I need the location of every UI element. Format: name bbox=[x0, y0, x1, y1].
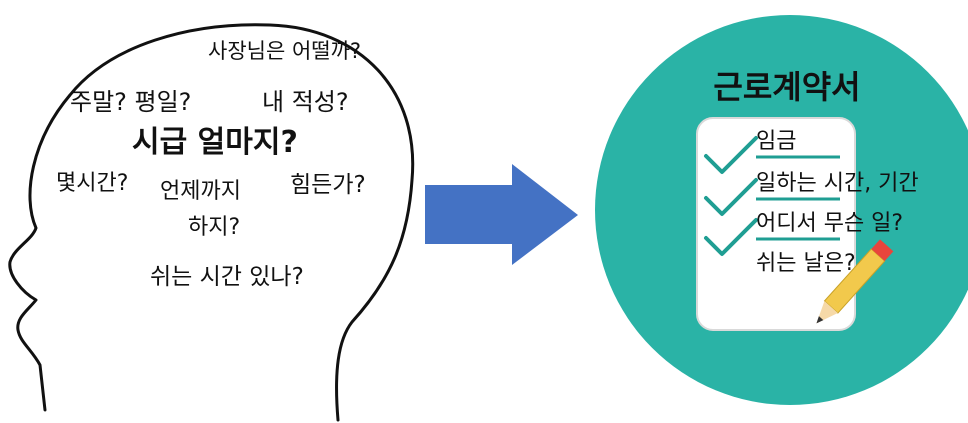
right-arrow-icon bbox=[425, 164, 578, 265]
thought-text: 하지? bbox=[188, 215, 240, 240]
thought-text: 힘든가? bbox=[290, 172, 366, 198]
check-icon bbox=[704, 178, 758, 216]
check-icon bbox=[704, 136, 758, 174]
pencil-icon bbox=[816, 239, 894, 324]
contract-title: 근로계약서 bbox=[713, 68, 860, 106]
thought-text: 사장님은 어떨까? bbox=[208, 39, 361, 63]
thought-text: 주말? 평일? bbox=[70, 88, 191, 116]
contract-paper bbox=[696, 117, 856, 331]
thought-text: 몇시간? bbox=[56, 171, 128, 196]
contract-item-label: 어디서 무슨 일? bbox=[756, 211, 903, 236]
contract-item-label: 임금 bbox=[756, 129, 796, 154]
contract-item-label: 쉬는 날은? bbox=[756, 251, 856, 276]
thought-text: 내 적성? bbox=[262, 88, 349, 116]
thought-text: 시급 얼마지? bbox=[132, 125, 298, 160]
check-icon bbox=[704, 218, 758, 256]
contract-item-label: 일하는 시간, 기간 bbox=[756, 171, 919, 196]
thought-text: 언제까지 bbox=[160, 179, 241, 204]
thought-text: 쉬는 시간 있나? bbox=[150, 264, 304, 290]
head-outline bbox=[8, 23, 415, 422]
